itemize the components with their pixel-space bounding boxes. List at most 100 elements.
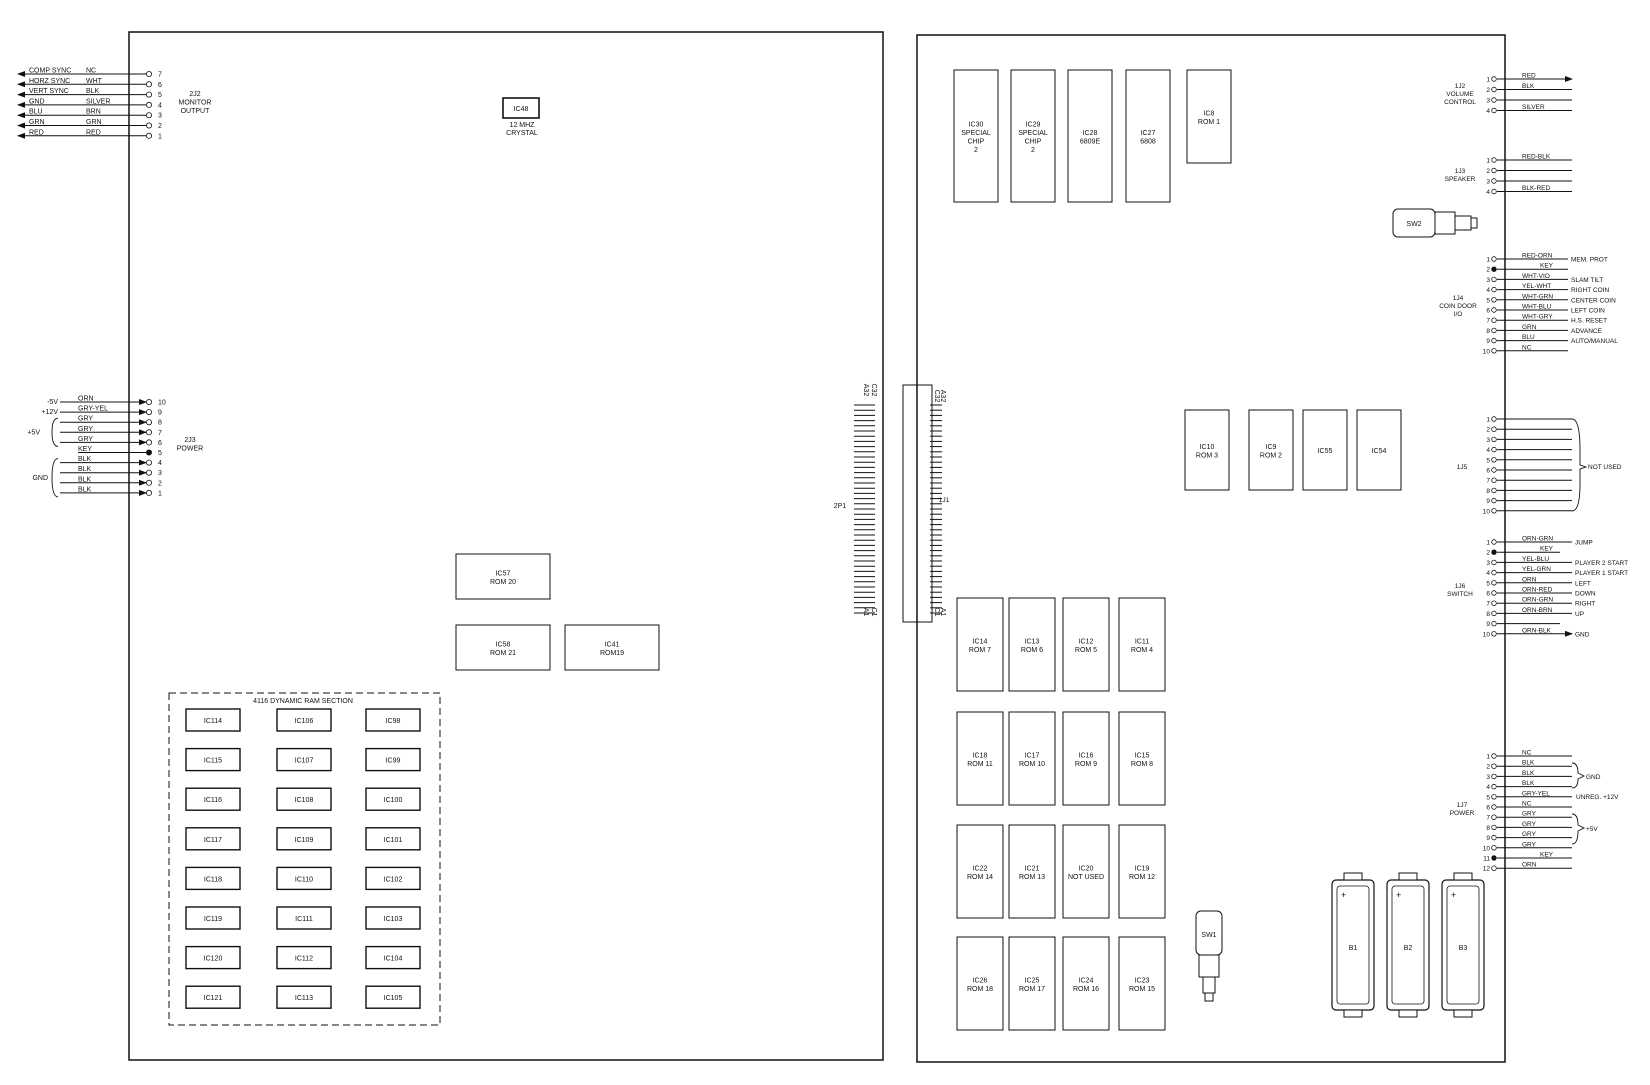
power-pin: [145, 439, 152, 446]
switch-sw2-label: SW2: [1406, 221, 1421, 228]
connector-function-label: SLAM TILT: [1571, 277, 1603, 284]
connector-pin: [1491, 804, 1497, 810]
monitor-signal-label: COMP SYNC: [29, 68, 71, 75]
ram-chip-ic107: IC107: [276, 747, 332, 772]
edge-connector-1j1-label: 1J1: [939, 497, 950, 504]
ram-chip-ic119-label: IC119: [204, 916, 222, 923]
chip-ic27-label: 6808: [1140, 138, 1156, 145]
switch-sw1-tip: [1204, 992, 1214, 1002]
j4-title: 1J4: [1453, 295, 1464, 302]
chip-ic26-label: ROM 18: [967, 986, 993, 993]
ram-chip-ic118-outline: [185, 866, 241, 891]
ram-chip-ic116: IC116: [185, 787, 241, 811]
chip-ic11-label: ROM 4: [1131, 647, 1153, 654]
ram-chip-ic117-outline: [185, 827, 241, 851]
edge-top-label-a32: A32: [862, 384, 869, 397]
monitor-connector-title: OUTPUT: [181, 108, 211, 115]
chip-ic55: IC55: [1302, 409, 1348, 491]
j7-gnd-label: GND: [1586, 774, 1601, 781]
edge-top-label-c32: C32: [870, 384, 877, 397]
connector-wire-color: BLK-RED: [1522, 185, 1550, 192]
connector-pin: [1491, 580, 1497, 586]
chip-ic9-label: IC9: [1266, 444, 1277, 451]
connector-pin-number: 1: [1486, 540, 1490, 547]
battery-top-clip: [1453, 872, 1473, 881]
connector-pin: [1491, 188, 1497, 195]
connector-pin-number: 2: [1486, 168, 1490, 175]
ram-chip-ic120-outline: [185, 945, 241, 970]
ram-chip-ic101: IC101: [365, 827, 421, 851]
connector-wire-color: NC: [1522, 344, 1532, 351]
connector-pin-number: 11: [1483, 856, 1490, 863]
battery-cell: [1336, 885, 1370, 1005]
connector-wire-color: ORN: [1522, 576, 1537, 583]
ram-chip-ic102-outline: [365, 866, 421, 891]
monitor-signal-label: BLU: [29, 109, 43, 116]
connector-pin: [1491, 426, 1497, 432]
monitor-connector-title: MONITOR: [179, 100, 212, 107]
power-pin-number: 5: [158, 450, 162, 457]
ram-chip-ic105-label: IC105: [384, 995, 403, 1002]
monitor-pin-number: 3: [158, 113, 162, 120]
ram-chip-ic113-outline: [276, 985, 332, 1009]
ram-chip-ic115-label: IC115: [204, 758, 222, 765]
edge-right-top-a32: A32: [939, 390, 946, 403]
power-pin-number: 7: [158, 430, 162, 437]
power-minus5v-label: -5V: [47, 399, 58, 406]
edge-right-bottom-c1: C1: [933, 608, 940, 617]
chip-ic30-label: 2: [974, 147, 978, 154]
ram-chip-ic116-label: IC116: [204, 797, 222, 804]
chip-ic23-label: ROM 15: [1129, 986, 1155, 993]
ram-chip-ic121-label: IC121: [204, 995, 223, 1002]
connector-wire-color: RED-BLK: [1522, 154, 1551, 161]
chip-ic21-outline: [1008, 824, 1056, 919]
connector-pin-number: 8: [1486, 328, 1490, 335]
power-pin-number: 1: [158, 490, 162, 497]
crystal-ic48-label: IC48: [514, 106, 529, 113]
switch-sw2-stem: [1454, 215, 1472, 231]
ram-chip-ic100-outline: [365, 787, 421, 811]
monitor-pin-number: 7: [158, 72, 162, 79]
ram-chip-ic110-outline: [276, 866, 332, 891]
connector-pin: [1491, 783, 1497, 790]
ram-chip-ic119-outline: [185, 906, 241, 930]
ram-chip-ic111: IC111: [276, 906, 332, 930]
chip-ic9-outline: [1248, 409, 1294, 491]
connector-pin-number: 3: [1486, 277, 1490, 284]
chip-ic30-label: IC30: [969, 121, 984, 128]
chip-ic28-outline: [1067, 69, 1113, 203]
edge-right-top-c32: C32: [933, 390, 940, 403]
connector-pin-number: 1: [1486, 158, 1490, 165]
connector-pin-number: 1: [1486, 257, 1490, 264]
chip-ic57-label: ROM 20: [490, 579, 516, 586]
monitor-wire-color: BLK: [86, 88, 100, 95]
chip-ic24-label: IC24: [1079, 977, 1094, 984]
connector-pin: [1491, 865, 1497, 871]
monitor-signal-label: VERT SYNC: [29, 88, 69, 95]
connector-pin: [1491, 307, 1497, 313]
power-pin: [145, 429, 152, 436]
connector-key-label: KEY: [1540, 263, 1554, 270]
chip-ic10-label: ROM 3: [1196, 452, 1218, 459]
connector-pin-number: 2: [1486, 427, 1490, 434]
chip-ic13-outline: [1008, 597, 1056, 692]
power-pin: [145, 459, 152, 466]
chip-ic11-label: IC11: [1135, 638, 1149, 645]
connector-pin: [1491, 773, 1497, 780]
power-pin-number: 9: [158, 410, 162, 417]
chip-ic15-label: IC15: [1135, 752, 1150, 759]
connector-pin: [1491, 337, 1497, 344]
connector-wire-color: BLK: [1522, 780, 1535, 787]
monitor-pin: [145, 71, 152, 78]
connector-pin-number: 2: [1486, 550, 1490, 557]
connector-wire-color: GRY-YEL: [1522, 790, 1550, 797]
j7-gnd-brace: [1571, 762, 1586, 789]
chip-ic58-label: IC58: [496, 641, 511, 648]
chip-ic25-outline: [1008, 936, 1056, 1031]
chip-ic23-outline: [1118, 936, 1166, 1031]
chip-ic16-label: IC16: [1079, 752, 1094, 759]
